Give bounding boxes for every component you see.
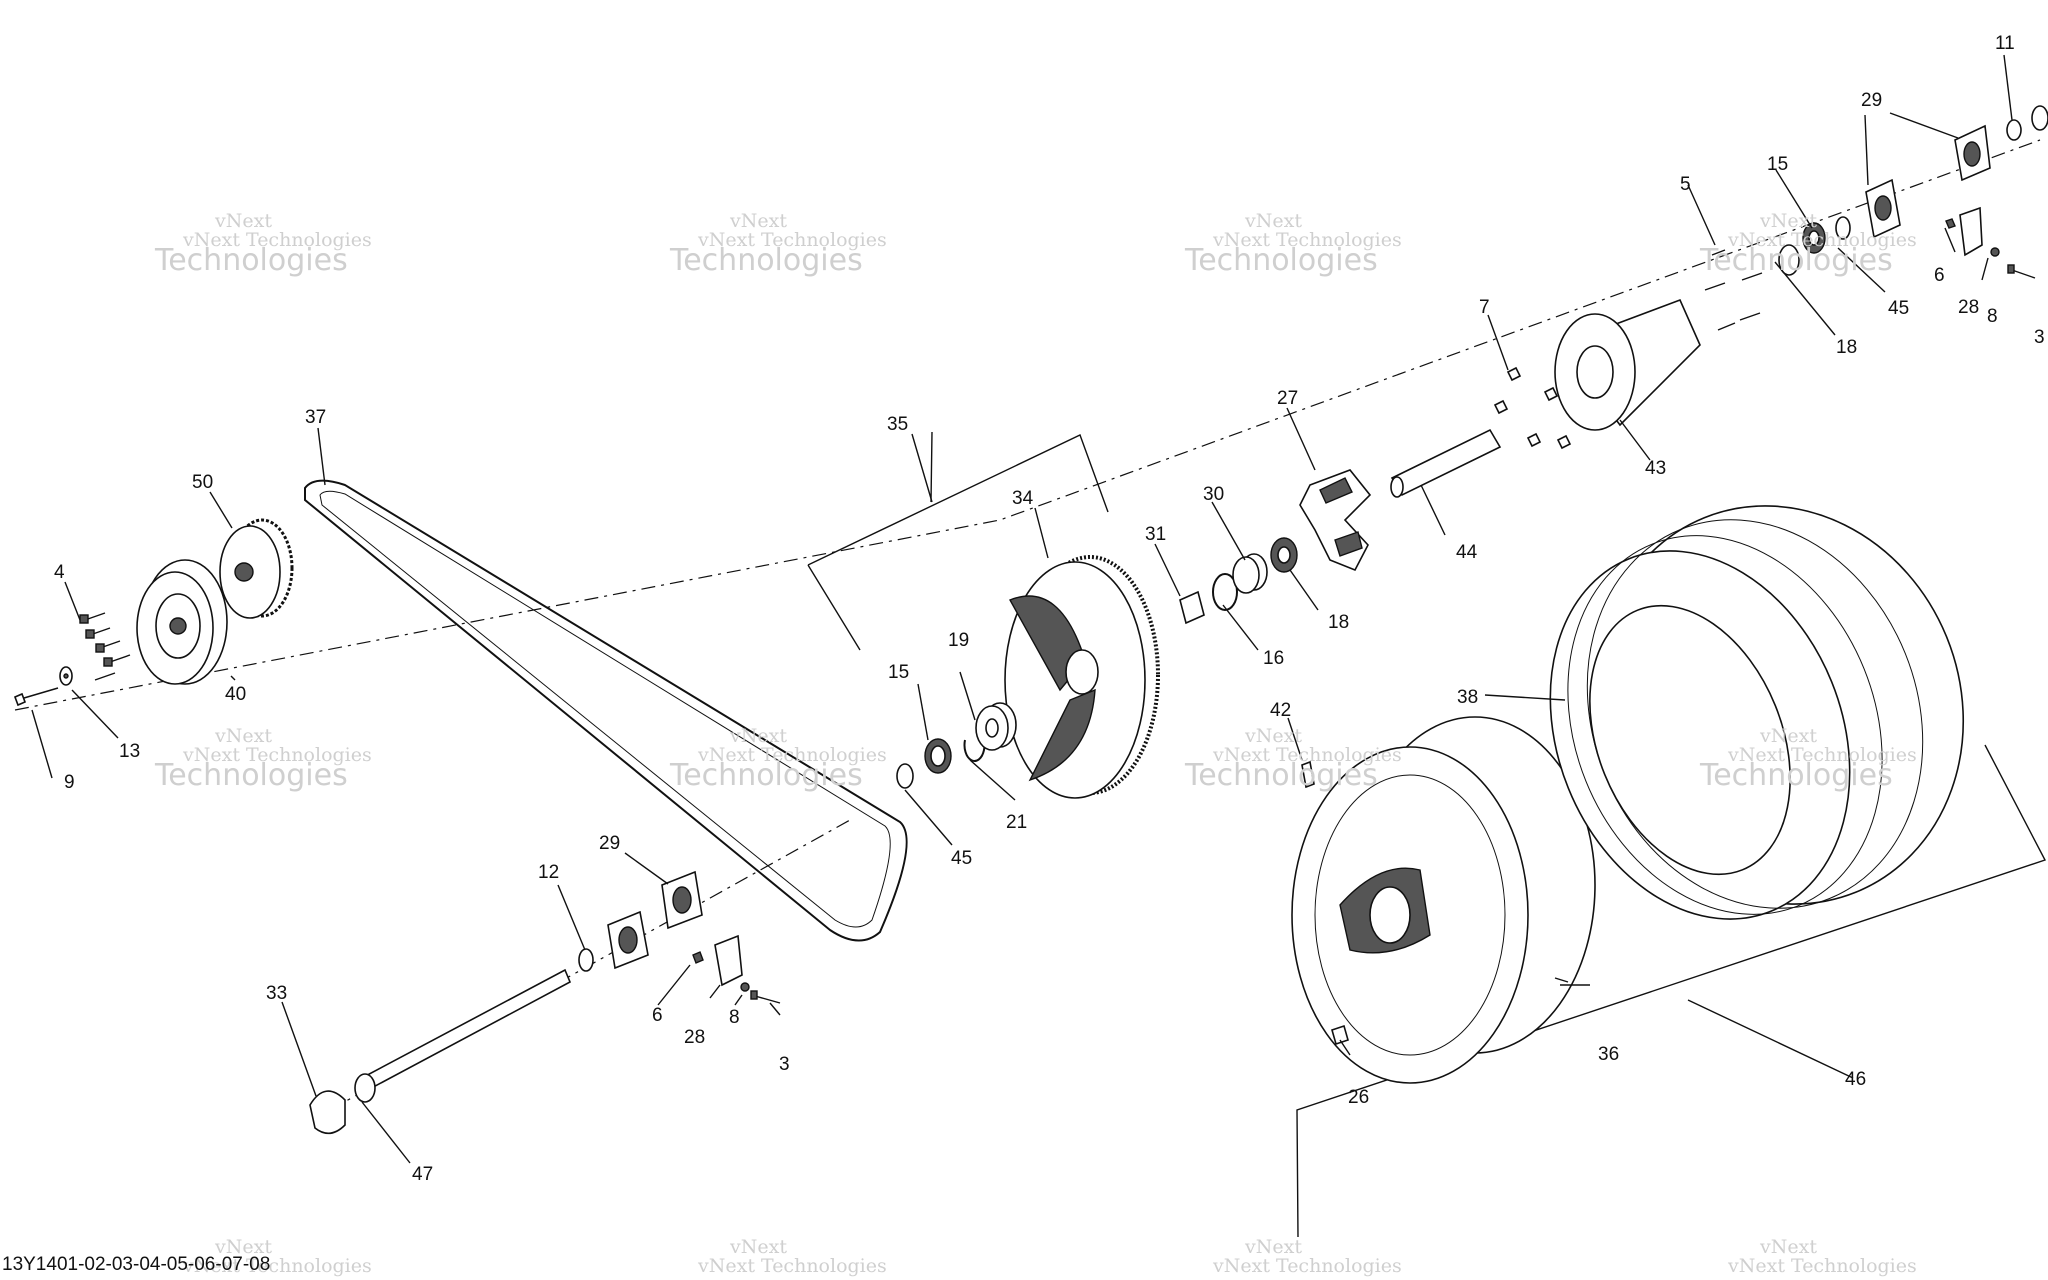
callout-38: 38: [1457, 687, 1478, 708]
bracket-28-lower: [714, 934, 743, 987]
screw-42: [1301, 760, 1315, 789]
drive-belt: [304, 479, 908, 942]
ring-15a: [924, 738, 952, 774]
callout-29a: 29: [599, 833, 620, 854]
valve-26: [1331, 1024, 1349, 1046]
bolt-9: [13, 687, 59, 707]
bolt-3-upper: [2007, 264, 2036, 279]
washer-13: [59, 666, 73, 686]
callout-15a: 15: [888, 662, 909, 683]
sprocket-50: [219, 518, 294, 619]
spacer-30: [1232, 553, 1268, 594]
callout-6a: 6: [652, 1005, 663, 1026]
callout-31: 31: [1145, 524, 1166, 545]
callout-37: 37: [305, 407, 326, 428]
axle-47: [309, 968, 572, 1135]
nut-8-lower: [740, 982, 750, 992]
nut-8-upper: [1990, 247, 2000, 257]
callout-46: 46: [1845, 1069, 1866, 1090]
leader-lines: [31, 54, 2013, 1164]
bearing-45a: [896, 763, 914, 789]
callout-8b: 8: [1987, 306, 1998, 327]
callout-labels: 37 50 4 40 13 9 35 34 31 30 16 18 27 44 …: [54, 33, 2045, 1185]
bolts-group-4: [79, 612, 131, 681]
callout-11: 11: [1995, 33, 2015, 54]
washer-11: [2006, 105, 2048, 141]
callout-7: 7: [1479, 297, 1490, 318]
callout-13: 13: [119, 741, 140, 762]
damper-27: [1299, 469, 1372, 572]
callout-3b: 3: [2034, 327, 2045, 348]
nut-6-upper: [1945, 218, 1956, 229]
callout-6b: 6: [1934, 265, 1945, 286]
callout-8a: 8: [729, 1007, 740, 1028]
bearing-housing-29-upper: [1865, 124, 1991, 239]
spacer-19: [975, 702, 1017, 751]
bearing-45b: [1835, 216, 1851, 240]
tube-44: [1390, 428, 1502, 498]
callout-29b: 29: [1861, 90, 1882, 111]
sprocket-34: [1004, 555, 1160, 799]
callout-44: 44: [1456, 542, 1478, 563]
callout-45b: 45: [1888, 298, 1909, 319]
callout-34: 34: [1012, 488, 1034, 509]
axle-centerline: [14, 139, 2041, 711]
tire-38: [1549, 505, 1965, 920]
bearing-18b: [1778, 244, 1800, 276]
callout-5: 5: [1680, 174, 1691, 195]
callout-27: 27: [1277, 388, 1298, 409]
callout-16: 16: [1263, 648, 1284, 669]
callout-19: 19: [948, 630, 969, 651]
wheel-rim-36: [1291, 716, 1596, 1084]
callout-15b: 15: [1767, 154, 1788, 175]
washer-12: [578, 948, 594, 972]
callout-4: 4: [54, 562, 65, 583]
callout-21: 21: [1006, 812, 1027, 833]
callout-3a: 3: [779, 1054, 790, 1075]
callout-43: 43: [1645, 458, 1666, 479]
callout-45a: 45: [951, 848, 972, 869]
callout-36: 36: [1598, 1044, 1619, 1065]
bracket-35: [807, 431, 1109, 651]
nuts-7: [1493, 366, 1572, 450]
bolt-3-lower: [750, 990, 781, 1004]
bushing-31: [1179, 590, 1205, 625]
diagram-reference-code: 13Y1401-02-03-04-05-06-07-08: [2, 1254, 271, 1275]
callout-28b: 28: [1958, 297, 1979, 318]
nut-6-lower: [692, 951, 704, 964]
callout-28a: 28: [684, 1027, 705, 1048]
bearing-housing-29-lower: [607, 870, 703, 970]
callout-9: 9: [64, 772, 75, 793]
hub-43: [1554, 298, 1701, 431]
callout-47: 47: [412, 1164, 433, 1185]
callout-26: 26: [1348, 1087, 1369, 1108]
callout-18b: 18: [1836, 337, 1857, 358]
circlip-16: [1212, 573, 1238, 611]
callout-30: 30: [1203, 484, 1224, 505]
bolts-5: [1704, 249, 1763, 331]
bracket-28-upper: [1959, 206, 1983, 257]
bearing-18a: [1270, 537, 1298, 573]
callout-40: 40: [225, 684, 246, 705]
callout-42: 42: [1270, 700, 1291, 721]
callout-18a: 18: [1328, 612, 1349, 633]
callout-33: 33: [266, 983, 287, 1004]
callout-50: 50: [192, 472, 213, 493]
callout-35: 35: [887, 414, 908, 435]
callout-12: 12: [538, 862, 559, 883]
bracket-46: [1296, 744, 2047, 1238]
ring-15b: [1802, 222, 1826, 254]
pulley-40: [136, 559, 228, 685]
